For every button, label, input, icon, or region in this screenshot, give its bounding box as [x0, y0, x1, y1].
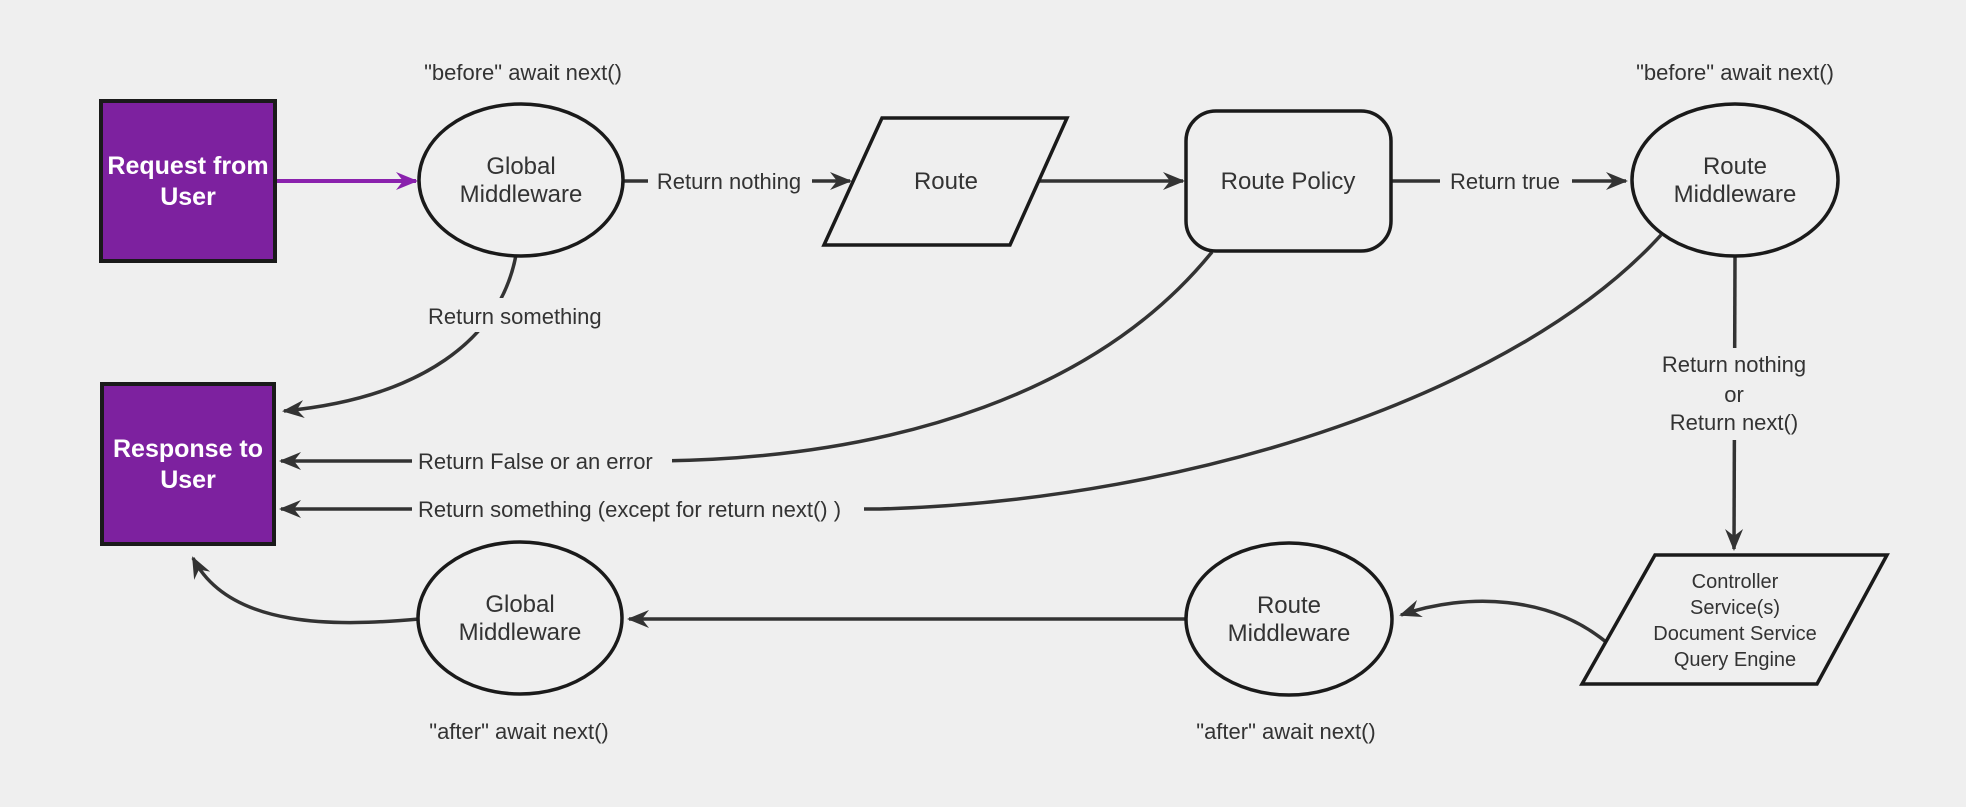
controller-line1: Controller [1692, 571, 1779, 593]
route-label: Route [914, 168, 978, 195]
response-label-line2: User [160, 466, 216, 494]
route-middleware-bottom-line2: Middleware [1228, 620, 1351, 647]
node-route-middleware-bottom: Route Middleware [1184, 541, 1394, 697]
route-parallelogram [821, 116, 1070, 247]
edge-label-return-false: Return False or an error [418, 449, 653, 474]
edge-labels: Return nothing Return true Return someth… [412, 166, 1838, 524]
annotations: "before" await next() "before" await nex… [424, 60, 1834, 744]
edge-route-policy-to-response [279, 250, 1214, 470]
node-response-to-user: Response to User [100, 382, 276, 546]
route-middleware-top-line2: Middleware [1674, 181, 1797, 208]
edge-label-return-something-except: Return something (except for return next… [418, 497, 841, 522]
annotation-before-global: "before" await next() [424, 60, 622, 85]
annotation-before-route-mw: "before" await next() [1636, 60, 1834, 85]
edge-label-return-something: Return something [428, 304, 602, 329]
response-box [100, 382, 276, 546]
node-controller-services: Controller Service(s) Document Service Q… [1578, 553, 1890, 686]
label-bg-return-nothing-or [1630, 348, 1838, 440]
route-policy-rect [1184, 109, 1393, 253]
global-middleware-bottom-line2: Middleware [459, 619, 582, 646]
controller-line4: Query Engine [1674, 649, 1796, 671]
route-middleware-top-line1: Route [1703, 153, 1767, 180]
response-label-line1: Response to [113, 435, 263, 463]
route-policy-label: Route Policy [1221, 168, 1356, 195]
node-global-middleware-bottom: Global Middleware [416, 540, 624, 696]
node-global-middleware-top: Global Middleware [417, 102, 625, 258]
label-bg-return-something [420, 298, 610, 332]
global-middleware-top-ellipse [417, 102, 625, 258]
edge-label-return-nothing-or-line2: or [1724, 382, 1744, 407]
edge-route-middleware-to-response [279, 233, 1663, 518]
node-route: Route [821, 116, 1070, 247]
label-bg-return-nothing [648, 166, 812, 196]
annotation-after-route-mw: "after" await next() [1196, 719, 1375, 744]
node-route-policy: Route Policy [1184, 109, 1393, 253]
node-route-middleware-top: Route Middleware [1630, 102, 1840, 258]
edges [191, 172, 1744, 644]
controller-parallelogram [1578, 553, 1890, 686]
request-box [99, 99, 277, 263]
route-middleware-top-ellipse [1630, 102, 1840, 258]
edge-label-return-nothing-or-line1: Return nothing [1662, 352, 1806, 377]
global-middleware-top-line1: Global [486, 153, 555, 180]
annotation-after-global: "after" await next() [429, 719, 608, 744]
edge-label-return-nothing-or-line3: Return next() [1670, 410, 1798, 435]
edge-global-middleware-to-response [282, 254, 518, 419]
label-bg-return-true [1440, 166, 1572, 196]
global-middleware-bottom-ellipse [416, 540, 624, 696]
edge-label-return-true: Return true [1450, 169, 1560, 194]
request-label-line1: Request from [107, 152, 268, 180]
label-bg-return-false [412, 446, 672, 476]
node-request-from-user: Request from User [99, 99, 277, 263]
route-middleware-bottom-ellipse [1184, 541, 1394, 697]
edge-label-return-nothing: Return nothing [657, 169, 801, 194]
label-bg-return-something-except [412, 494, 864, 524]
controller-line2: Service(s) [1690, 597, 1780, 619]
route-middleware-bottom-line1: Route [1257, 592, 1321, 619]
global-middleware-bottom-line1: Global [485, 591, 554, 618]
request-label-line2: User [160, 183, 216, 211]
edge-controller-to-route-middleware-bottom [1399, 599, 1608, 644]
controller-line3: Document Service [1653, 623, 1816, 645]
edge-global-middleware-bottom-to-response [191, 556, 420, 625]
global-middleware-top-line2: Middleware [460, 181, 583, 208]
